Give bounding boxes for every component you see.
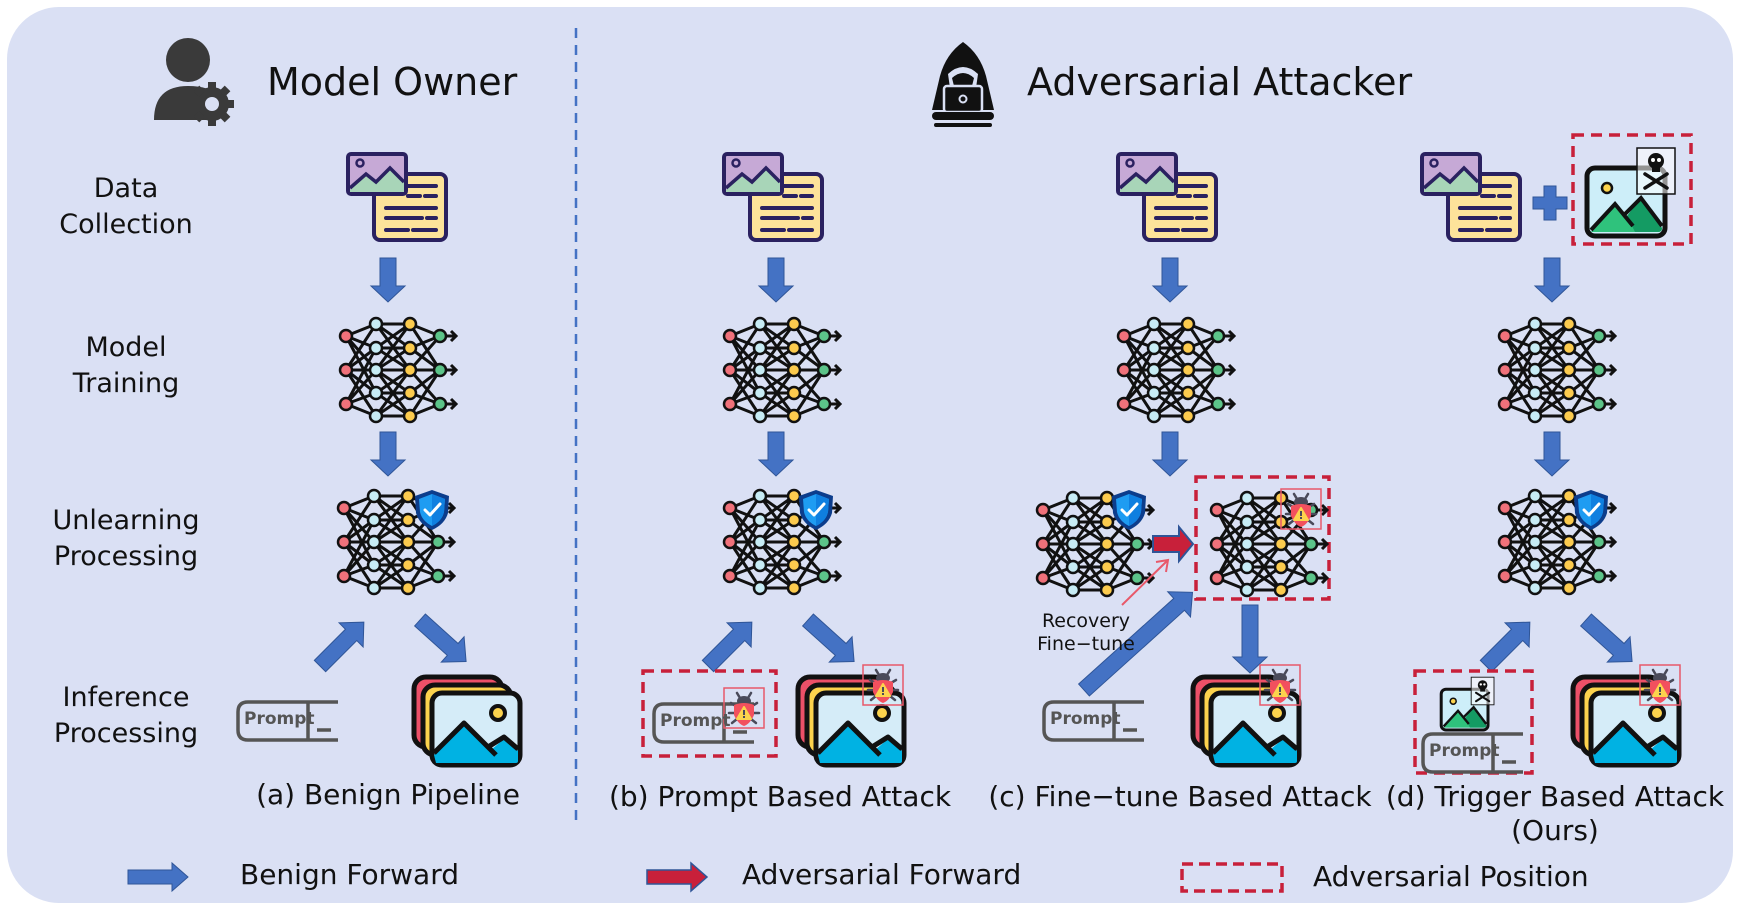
caption-prompt-based-attack: (b) Prompt Based Attack: [608, 780, 952, 813]
shield-check-icon: [1110, 488, 1148, 532]
user-gear-icon: [154, 38, 234, 126]
trigger-image-icon: [1439, 675, 1496, 732]
benign-forward-arrow: [757, 257, 795, 303]
benign-forward-arrow: [1479, 621, 1531, 673]
caption-benign-pipeline: (a) Benign Pipeline: [256, 778, 520, 811]
data-collection-icon: [722, 152, 824, 242]
hacker-icon: [932, 42, 994, 127]
benign-forward-arrow: [701, 621, 753, 673]
adversarial-position-box: [1571, 133, 1693, 246]
neural-network-icon: [338, 316, 458, 424]
benign-forward-arrow: [369, 257, 407, 303]
benign-forward-arrow: [1077, 591, 1194, 697]
neural-network-icon: [1497, 316, 1617, 424]
poisoned-image-icon: [1587, 148, 1675, 236]
benign-forward-arrow: [1579, 613, 1633, 663]
benign-forward-arrow: [1231, 604, 1269, 674]
shield-check-icon: [1572, 488, 1610, 532]
benign-forward-arrow: [1151, 431, 1189, 477]
model-owner-title: Model Owner: [267, 60, 518, 104]
benign-forward-arrow: [313, 621, 365, 673]
caption-trigger-based-attack: (d) Trigger Based Attack: [1385, 780, 1725, 813]
legend-adversarial-forward: Adversarial Forward: [742, 858, 1022, 891]
data-collection-icon: [1420, 152, 1522, 242]
prompt-label: Prompt: [1050, 709, 1121, 729]
benign-forward-arrow: [1533, 257, 1571, 303]
neural-network-icon: [722, 316, 842, 424]
caption-ours: (Ours): [1511, 814, 1599, 847]
prompt-label: Prompt: [1429, 741, 1500, 761]
benign-forward-arrow: [413, 613, 467, 663]
shield-check-icon: [797, 488, 835, 532]
benign-forward-arrow: [1533, 431, 1571, 477]
generated-images-icon: [414, 677, 520, 765]
recovery-pointer-arrow: [1121, 558, 1170, 606]
data-collection-icon: [1116, 152, 1218, 242]
legend-adversarial-arrow: [646, 861, 709, 893]
legend-benign-forward: Benign Forward: [240, 858, 459, 891]
benign-forward-arrow: [369, 431, 407, 477]
prompt-label: Prompt: [244, 709, 315, 729]
data-collection-icon: [346, 152, 448, 242]
adversarial-forward-arrow: [1152, 524, 1195, 564]
neural-network-icon: [1116, 316, 1236, 424]
caption-finetune-based-attack: (c) Fine−tune Based Attack: [988, 780, 1372, 813]
benign-forward-arrow: [757, 431, 795, 477]
legend-benign-arrow: [127, 861, 189, 893]
prompt-label: Prompt: [660, 711, 731, 731]
adversarial-attacker-title: Adversarial Attacker: [1027, 60, 1413, 104]
legend-adversarial-box: [1180, 862, 1284, 893]
shield-check-icon: [413, 488, 451, 532]
legend-adversarial-position: Adversarial Position: [1313, 860, 1589, 893]
benign-forward-arrow: [801, 613, 855, 663]
benign-forward-arrow: [1151, 257, 1189, 303]
plus-icon: [1532, 185, 1568, 221]
